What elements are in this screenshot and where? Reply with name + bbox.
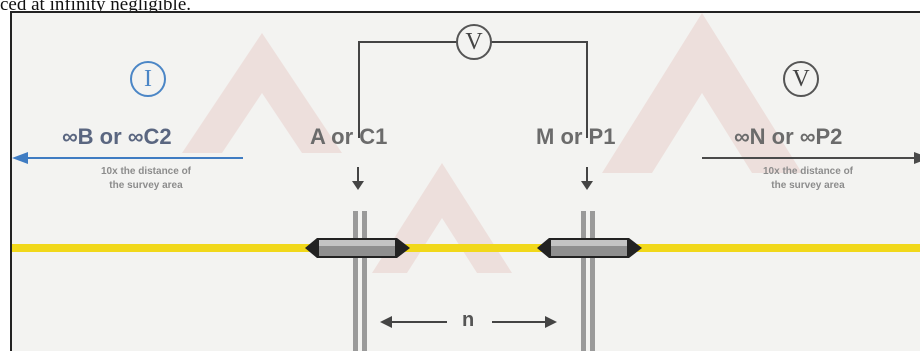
- electrode-a-label: A or C1: [310, 124, 388, 149]
- left-note-line2: the survey area: [109, 180, 183, 191]
- current-symbol-icon: I: [130, 61, 166, 97]
- electrode-rod-m: [581, 211, 595, 351]
- left-note-line1: 10x the distance of: [100, 166, 192, 177]
- voltage-symbol-icon: V: [783, 61, 819, 97]
- right-note-line2: the survey area: [771, 180, 845, 191]
- right-note-line1: 10x the distance of: [762, 166, 854, 177]
- connector-m: [537, 238, 642, 258]
- right-infinity-arrow: [702, 152, 920, 164]
- down-arrow-m: [581, 167, 593, 190]
- spacing-label: n: [462, 309, 475, 331]
- electrode-m-label: M or P1: [536, 124, 616, 149]
- down-arrow-a: [352, 167, 364, 190]
- left-distance-note: 10x the distance of the survey area: [71, 165, 221, 193]
- electrode-rod-a: [353, 211, 367, 351]
- spacing-arrow-right: [492, 316, 557, 328]
- right-infinity-label: ∞N or ∞P2: [734, 124, 843, 149]
- diagram-canvas: [12, 41, 920, 351]
- right-distance-note: 10x the distance of the survey area: [733, 165, 883, 193]
- electrode-diagram: I V V ∞B or ∞C2 10x the distance of the …: [10, 11, 920, 351]
- left-infinity-arrow: [12, 152, 243, 164]
- left-infinity-label: ∞B or ∞C2: [62, 124, 172, 149]
- spacing-arrow-left: [380, 316, 447, 328]
- connector-a: [305, 238, 410, 258]
- voltmeter-symbol-icon: V: [456, 24, 492, 60]
